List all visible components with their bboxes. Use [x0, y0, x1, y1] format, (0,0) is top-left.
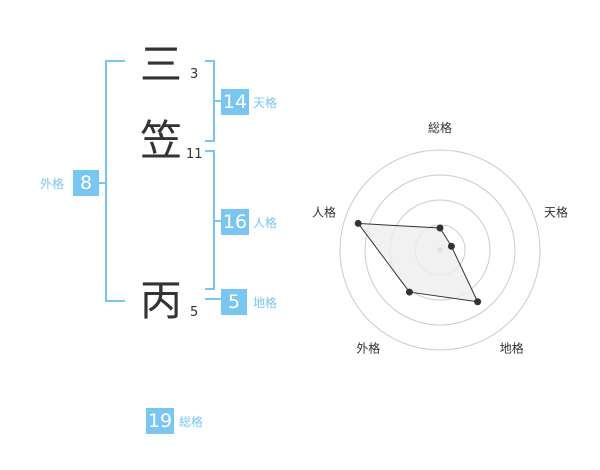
- name-char-2: 笠: [140, 116, 183, 165]
- radar-points: [354, 219, 482, 306]
- radar-axis-label: 天格: [544, 204, 568, 219]
- radar-grid-ring: [339, 149, 541, 351]
- name-char-1: 三: [140, 40, 183, 89]
- radar-area: [357, 222, 479, 303]
- outer-bracket: [105, 60, 125, 302]
- radar-point: [474, 298, 482, 306]
- tenkaku-value: 14: [221, 89, 249, 115]
- radar-point: [447, 242, 455, 250]
- chikaku-label: 地格: [253, 296, 278, 310]
- radar-point: [436, 224, 444, 232]
- stroke-count-1: 3: [190, 67, 199, 82]
- name-char-3: 丙: [140, 276, 183, 325]
- stroke-count-3: 5: [190, 305, 199, 320]
- jinkaku-value: 16: [221, 209, 249, 235]
- chikaku-value: 5: [221, 289, 247, 315]
- outer-bracket-tick: [98, 182, 106, 184]
- chikaku-bracket-tick: [205, 298, 221, 300]
- tenkaku-label: 天格: [253, 96, 278, 110]
- gaikaku-label: 外格: [40, 177, 65, 191]
- radar-axis-label: 外格: [356, 341, 380, 356]
- radar-axis-label: 地格: [500, 341, 524, 356]
- radar-point: [405, 288, 413, 296]
- radar-axis-label: 総格: [428, 120, 452, 135]
- tenkaku-bracket-tick: [213, 100, 221, 102]
- radar-grid-ring: [364, 174, 516, 326]
- soukaku-label: 総格: [179, 415, 204, 429]
- gaikaku-value: 8: [73, 170, 99, 196]
- radar-axis-label: 人格: [312, 204, 336, 219]
- soukaku-value: 19: [146, 408, 174, 434]
- radar-point: [354, 219, 362, 227]
- jinkaku-bracket-tick: [213, 220, 221, 222]
- jinkaku-label: 人格: [253, 216, 278, 230]
- stroke-count-2: 11: [186, 147, 203, 162]
